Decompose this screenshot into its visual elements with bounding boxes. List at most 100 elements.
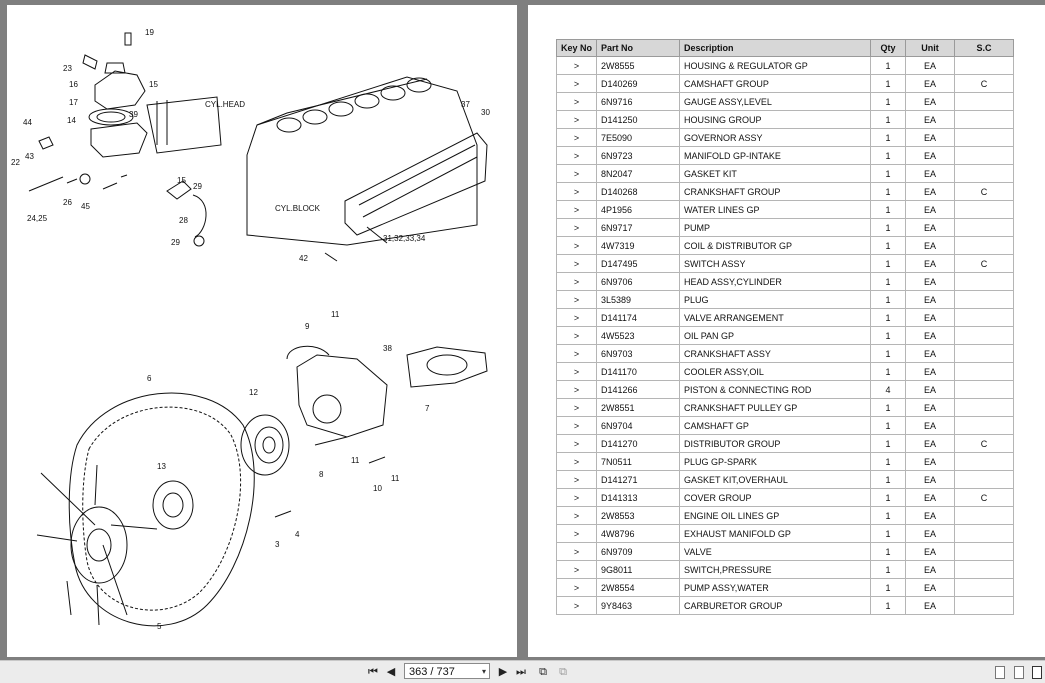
two-page-icon[interactable] bbox=[1014, 666, 1024, 679]
qty-cell: 1 bbox=[870, 92, 907, 111]
qty-cell: 1 bbox=[870, 164, 907, 183]
qty-cell: 1 bbox=[870, 200, 907, 219]
key-no-cell[interactable]: > bbox=[555, 398, 598, 417]
qty-cell: 1 bbox=[870, 56, 907, 75]
key-no-cell[interactable]: > bbox=[555, 326, 598, 345]
key-no-cell[interactable]: > bbox=[555, 344, 598, 363]
key-no-cell[interactable]: > bbox=[555, 578, 598, 597]
key-no-cell[interactable]: > bbox=[555, 560, 598, 579]
key-no-cell[interactable]: > bbox=[555, 146, 598, 165]
description-cell: PUMP bbox=[679, 218, 872, 237]
key-no-cell[interactable]: > bbox=[555, 290, 598, 309]
callout-label: 28 bbox=[179, 216, 188, 225]
key-no-cell[interactable]: > bbox=[555, 308, 598, 327]
key-no-cell[interactable]: > bbox=[555, 128, 598, 147]
header-unit: Unit bbox=[905, 39, 956, 57]
part-no-cell: D140269 bbox=[596, 74, 681, 93]
key-no-cell[interactable]: > bbox=[555, 110, 598, 129]
key-no-cell[interactable]: > bbox=[555, 596, 598, 615]
parts-table: Key No Part No Description Qty Unit S.C … bbox=[555, 39, 1015, 615]
key-no-cell[interactable]: > bbox=[555, 416, 598, 435]
key-no-cell[interactable]: > bbox=[555, 164, 598, 183]
key-no-cell[interactable]: > bbox=[555, 524, 598, 543]
key-no-cell[interactable]: > bbox=[555, 74, 598, 93]
qty-cell: 1 bbox=[870, 542, 907, 561]
key-no-cell[interactable]: > bbox=[555, 452, 598, 471]
part-no-cell: 2W8554 bbox=[596, 578, 681, 597]
key-no-cell[interactable]: > bbox=[555, 200, 598, 219]
rotate-icon[interactable]: ⧉ bbox=[539, 666, 547, 678]
key-no-cell[interactable]: > bbox=[555, 254, 598, 273]
sc-cell bbox=[954, 290, 1015, 309]
key-no-cell[interactable]: > bbox=[555, 56, 598, 75]
description-cell: SWITCH,PRESSURE bbox=[679, 560, 872, 579]
key-no-cell[interactable]: > bbox=[555, 362, 598, 381]
rotate-alt-icon[interactable]: ⧉ bbox=[559, 666, 567, 678]
callout-label: 42 bbox=[299, 254, 308, 263]
description-cell: HEAD ASSY,CYLINDER bbox=[679, 272, 872, 291]
key-no-cell[interactable]: > bbox=[555, 488, 598, 507]
description-cell: COIL & DISTRIBUTOR GP bbox=[679, 236, 872, 255]
part-no-cell: 6N9704 bbox=[596, 416, 681, 435]
key-no-cell[interactable]: > bbox=[555, 218, 598, 237]
last-page-icon[interactable]: ⏭ bbox=[516, 666, 526, 678]
key-no-cell[interactable]: > bbox=[555, 542, 598, 561]
key-no-cell[interactable]: > bbox=[555, 92, 598, 111]
key-no-cell[interactable]: > bbox=[555, 272, 598, 291]
thermostat-housing bbox=[94, 70, 146, 110]
prev-page-icon[interactable]: ◀ bbox=[386, 666, 396, 678]
next-page-icon[interactable]: ▶ bbox=[498, 666, 508, 678]
single-page-icon[interactable] bbox=[995, 666, 1005, 679]
sc-cell: C bbox=[954, 434, 1015, 453]
facing-page-icon[interactable] bbox=[1032, 666, 1042, 679]
key-no-cell[interactable]: > bbox=[555, 236, 598, 255]
key-no-cell[interactable]: > bbox=[555, 506, 598, 525]
key-no-cell[interactable]: > bbox=[555, 434, 598, 453]
sc-cell bbox=[954, 560, 1015, 579]
page-number-input[interactable]: 363 / 737 ▾ bbox=[404, 663, 490, 679]
diagram-page: 19 23 16 15 17 39 14 CYL.HEAD 44 43 22 2… bbox=[7, 5, 517, 657]
unit-cell: EA bbox=[905, 92, 956, 111]
key-no-cell[interactable]: > bbox=[555, 470, 598, 489]
unit-cell: EA bbox=[905, 272, 956, 291]
header-sc: S.C bbox=[954, 39, 1015, 57]
first-page-icon[interactable]: ⏮ bbox=[368, 666, 378, 678]
key-no-cell[interactable]: > bbox=[555, 182, 598, 201]
description-cell: DISTRIBUTOR GROUP bbox=[679, 434, 872, 453]
fan-belt bbox=[68, 392, 255, 627]
key-no-cell[interactable]: > bbox=[555, 380, 598, 399]
chevron-down-icon[interactable]: ▾ bbox=[481, 667, 486, 676]
sc-cell bbox=[954, 146, 1015, 165]
